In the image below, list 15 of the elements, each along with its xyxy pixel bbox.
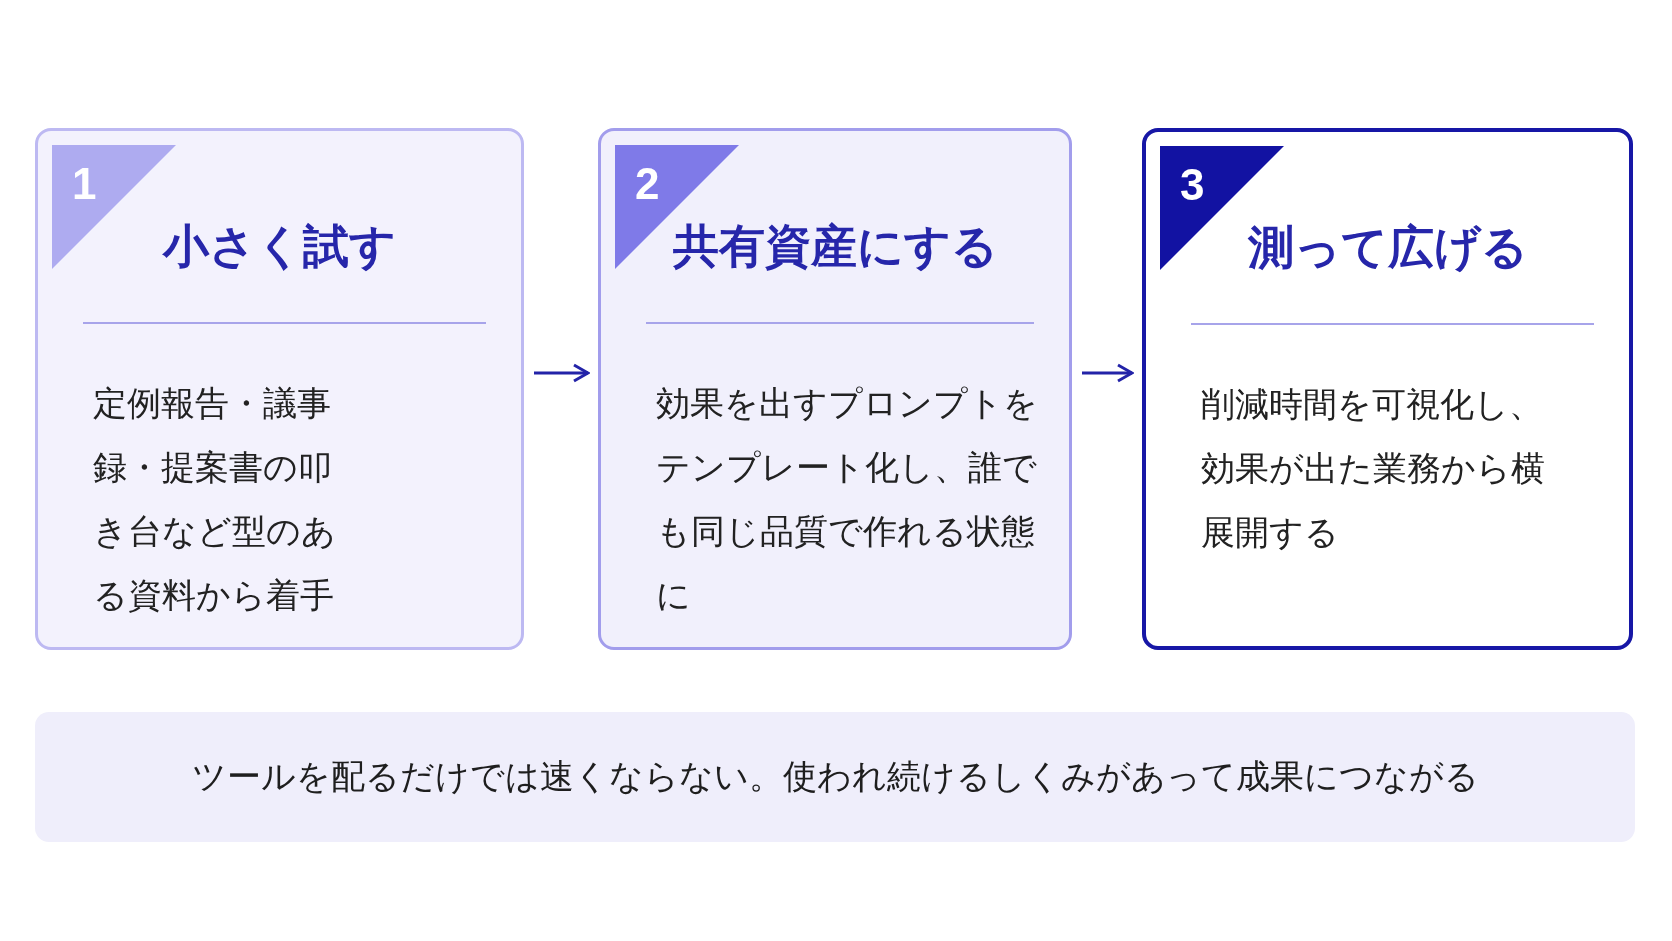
step-title: 測って広げる (1246, 219, 1529, 276)
arrow (534, 363, 590, 383)
step-card (598, 128, 1072, 650)
step-description: 効果を出すプロンプトをテンプレート化し、誰でも同じ品質で作れる状態に (656, 382, 1039, 617)
step-number: 2 (635, 159, 660, 209)
step-number: 1 (72, 159, 97, 209)
step-number: 3 (1180, 160, 1205, 210)
step-card (35, 128, 524, 650)
step-description: 定例報告・議事録・提案書の叩き台など型のある資料から着手 (93, 382, 337, 617)
step-description: 削減時間を可視化し、効果が出た業務から横展開する (1201, 383, 1546, 554)
step-title: 共有資産にする (671, 218, 999, 275)
step-card (1142, 128, 1633, 650)
arrow (1082, 363, 1134, 383)
summary-text: ツールを配るだけでは速くならない。使われ続けるしくみがあって成果につながる (191, 755, 1479, 798)
step-title: 小さく試す (161, 218, 397, 275)
